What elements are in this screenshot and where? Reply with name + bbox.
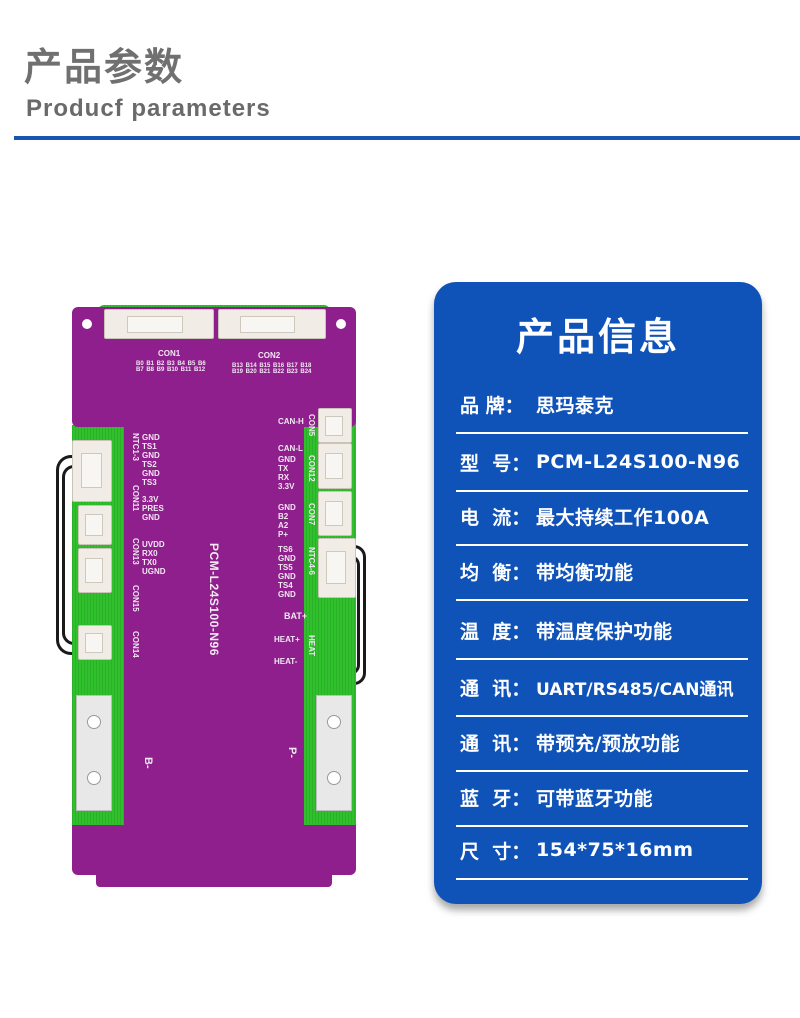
product-info-card: 产品信息 品 牌： 思玛泰克 型 号： PCM-L24S100-N96 电 流：… — [434, 282, 762, 904]
con11-connector — [78, 505, 112, 545]
con1-label: CON1 — [158, 349, 181, 358]
heat-minus-label: HEAT- — [274, 657, 298, 666]
pcb-center-plate — [124, 395, 304, 855]
info-value: 最大持续工作100A — [536, 506, 710, 529]
info-row-dimensions: 尺 寸： 154*75*16mm — [456, 822, 748, 880]
ntc1-3-label: NTC1-3 — [131, 433, 140, 462]
con14-connector — [78, 625, 112, 660]
ntc1-3-connector — [72, 440, 112, 502]
info-row-bluetooth: 蓝 牙： 可带蓝牙功能 — [456, 769, 748, 827]
info-value: 带均衡功能 — [536, 561, 634, 584]
con7-pins: GND B2 A2 P+ — [278, 503, 296, 539]
b-minus-pad — [76, 695, 112, 811]
b-minus-label: B- — [142, 757, 154, 769]
header-title-cn: 产品参数 — [24, 45, 185, 89]
con2-connector — [218, 309, 326, 339]
pcb-bottom-tab — [96, 865, 332, 887]
con14-label: CON14 — [131, 631, 140, 658]
info-row-current: 电 流： 最大持续工作100A — [456, 488, 748, 546]
con1-connector — [104, 309, 214, 339]
info-key: 品 牌： — [460, 394, 524, 417]
info-key: 型 号： — [460, 452, 531, 475]
product-image-bms-board: CON1 B0 B1 B2 B3 B4 B5 B6 B7 B8 B9 B10 B… — [56, 295, 370, 895]
info-key: 通 讯： — [460, 677, 531, 700]
con13-connector — [78, 548, 112, 593]
info-key: 均 衡： — [460, 561, 531, 584]
heat-label: HEAT — [307, 635, 316, 657]
con5-connector — [318, 408, 352, 443]
info-key: 通 讯： — [460, 732, 531, 755]
info-value: 带温度保护功能 — [536, 620, 673, 643]
p-minus-label: P- — [286, 747, 298, 758]
con13-pins: UVDD RX0 TX0 UGND — [142, 540, 166, 576]
left-wire-bundle — [56, 455, 86, 655]
info-key: 温 度： — [460, 620, 531, 643]
b-minus-hole-1 — [87, 715, 101, 729]
info-key: 电 流： — [460, 506, 531, 529]
con7-connector — [318, 491, 352, 536]
info-value: 可带蓝牙功能 — [536, 787, 654, 810]
info-row-model: 型 号： PCM-L24S100-N96 — [456, 434, 748, 492]
header-title-en: Producf parameters — [26, 95, 271, 122]
info-value: 154*75*16mm — [536, 839, 694, 861]
info-key: 蓝 牙： — [460, 787, 531, 810]
con12-label: CON12 — [307, 455, 316, 482]
con1-pins: B0 B1 B2 B3 B4 B5 B6 B7 B8 B9 B10 B11 B1… — [136, 361, 206, 373]
info-row-temperature: 温 度： 带温度保护功能 — [456, 602, 748, 660]
info-row-brand: 品 牌： 思玛泰克 — [456, 376, 748, 434]
info-value: 带预充/预放功能 — [536, 732, 680, 755]
info-row-communication: 通 讯： UART/RS485/CAN通讯 — [456, 659, 748, 717]
model-silkscreen: PCM-L24S100-N96 — [207, 543, 221, 656]
con13-label: CON13 — [131, 538, 140, 565]
ntc1-3-pins: GND TS1 GND TS2 GND TS3 — [142, 433, 160, 487]
ntc4-6-label: NTC4-6 — [307, 547, 316, 576]
con11-pins: 3.3V PRES GND — [142, 495, 164, 522]
info-row-balance: 均 衡： 带均衡功能 — [456, 543, 748, 601]
ntc4-6-connector — [318, 538, 356, 598]
p-minus-pad — [316, 695, 352, 811]
bat-plus-label: BAT+ — [284, 611, 308, 621]
con12-connector — [318, 443, 352, 489]
ntc4-6-pins: TS6 GND TS5 GND TS4 GND — [278, 545, 296, 599]
con11-label: CON11 — [131, 485, 140, 512]
info-value: 思玛泰克 — [536, 394, 615, 417]
p-minus-hole-2 — [327, 771, 341, 785]
con12-pins: GND TX RX 3.3V — [278, 455, 296, 491]
card-title: 产品信息 — [515, 315, 680, 359]
info-value: PCM-L24S100-N96 — [536, 451, 741, 473]
heat-plus-label: HEAT+ — [274, 635, 300, 644]
mount-hole-tl — [82, 319, 92, 329]
header-divider — [14, 136, 800, 140]
mount-hole-tr — [336, 319, 346, 329]
info-key: 尺 寸： — [460, 840, 531, 863]
b-minus-hole-2 — [87, 771, 101, 785]
con15-label: CON15 — [131, 585, 140, 612]
info-value: UART/RS485/CAN通讯 — [536, 679, 734, 700]
con2-label: CON2 — [258, 351, 281, 360]
con2-pins: B13 B14 B15 B16 B17 B18 B19 B20 B21 B22 … — [232, 363, 312, 375]
con5-pins: CAN-H CAN-L — [278, 417, 304, 453]
con5-label: CON5 — [307, 414, 316, 437]
info-row-precharge: 通 讯： 带预充/预放功能 — [456, 714, 748, 772]
con7-label: CON7 — [307, 503, 316, 526]
p-minus-hole-1 — [327, 715, 341, 729]
